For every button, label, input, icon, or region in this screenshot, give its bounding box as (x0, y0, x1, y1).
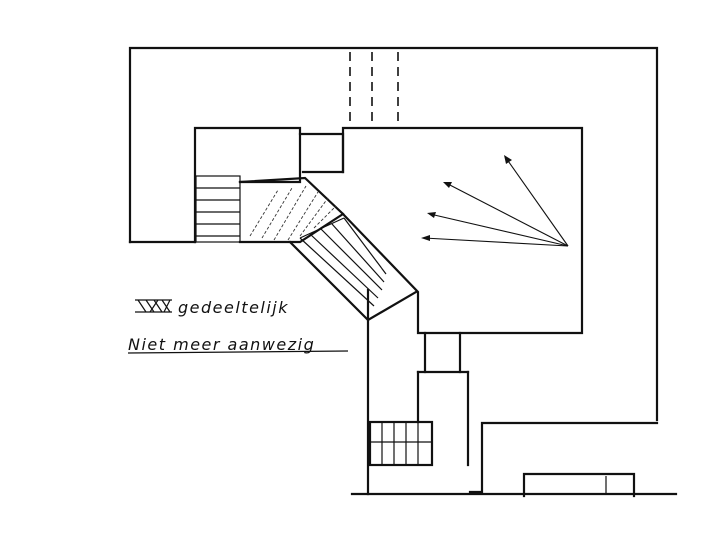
hatched-partial-area (238, 176, 345, 244)
left-stair-block (193, 126, 302, 244)
bottom-right-wing (350, 421, 678, 498)
lower-stair (368, 420, 434, 467)
dashed-passage (349, 52, 399, 128)
lower-corridor (366, 288, 470, 496)
main-room (341, 126, 584, 335)
outer-building-outline (128, 46, 659, 422)
legend-partial-label: gedeeltelijk (178, 298, 289, 317)
connector-block (298, 132, 345, 174)
legend-partial: gedeeltelijk (135, 298, 289, 317)
direction-arrows (421, 155, 569, 247)
legend-absent-label: Niet meer aanwezig (128, 335, 315, 354)
legend-absent: Niet meer aanwezig (127, 335, 349, 354)
